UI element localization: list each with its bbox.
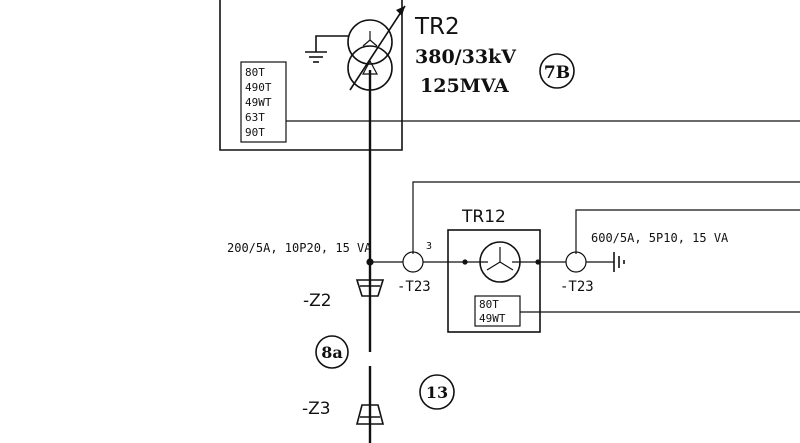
tr2-relay-4: 63T <box>245 111 265 124</box>
marker-13-label: 13 <box>426 383 448 402</box>
marker-8a: 8a <box>315 335 349 369</box>
ct-left-spec: 200/5A, 10P20, 15 VA <box>227 241 372 255</box>
marker-13: 13 <box>419 374 455 410</box>
z3-label: -Z3 <box>302 399 331 419</box>
signal-wire-upper <box>412 181 800 254</box>
tr12-relay-2: 49WT <box>479 312 506 325</box>
ct-left: 200/5A, 10P20, 15 VA 3 -T23 <box>227 241 432 295</box>
badge-7b-label: 7B <box>544 63 570 83</box>
tr2-tag: TR2 <box>414 14 460 40</box>
z2-label: -Z2 <box>303 291 332 311</box>
marker-8a-label: 8a <box>321 343 343 362</box>
ct-right-tag: -T23 <box>560 279 594 295</box>
ct-left-tag: -T23 <box>397 279 431 295</box>
ct-right: 600/5A, 5P10, 15 VA -T23 <box>560 231 729 295</box>
tr2-enclosure <box>219 0 403 151</box>
tr2-earth <box>305 35 348 63</box>
bus-junction-dot <box>366 258 374 266</box>
tr2-relay-1: 80T <box>245 66 265 79</box>
tr2-voltage: 380/33kV <box>415 46 517 68</box>
tr2-relay-2: 490T <box>245 81 272 94</box>
tr2-relay-box: 80T 490T 49WT 63T 90T <box>240 61 800 143</box>
surge-arrester-z3: -Z3 <box>302 399 385 425</box>
tr2-transformer-symbol <box>347 5 406 91</box>
tr2-rating: 125MVA <box>420 75 509 97</box>
tr2-relay-5: 90T <box>245 126 265 139</box>
tr2-relay-3: 49WT <box>245 96 272 109</box>
ct-left-terminal: 3 <box>426 241 432 252</box>
tr12-relay-1: 80T <box>479 298 499 311</box>
tr12-tag: TR12 <box>461 207 506 227</box>
tr12-box: TR12 80T 49WT <box>447 207 800 333</box>
tap-changer-arrow-icon <box>396 6 405 16</box>
tr12-relay-box <box>474 295 521 327</box>
surge-arrester-z2: -Z2 <box>303 279 385 311</box>
earth-icon <box>613 252 625 272</box>
badge-7b: 7B <box>539 53 575 89</box>
ct-right-spec: 600/5A, 5P10, 15 VA <box>591 231 729 245</box>
